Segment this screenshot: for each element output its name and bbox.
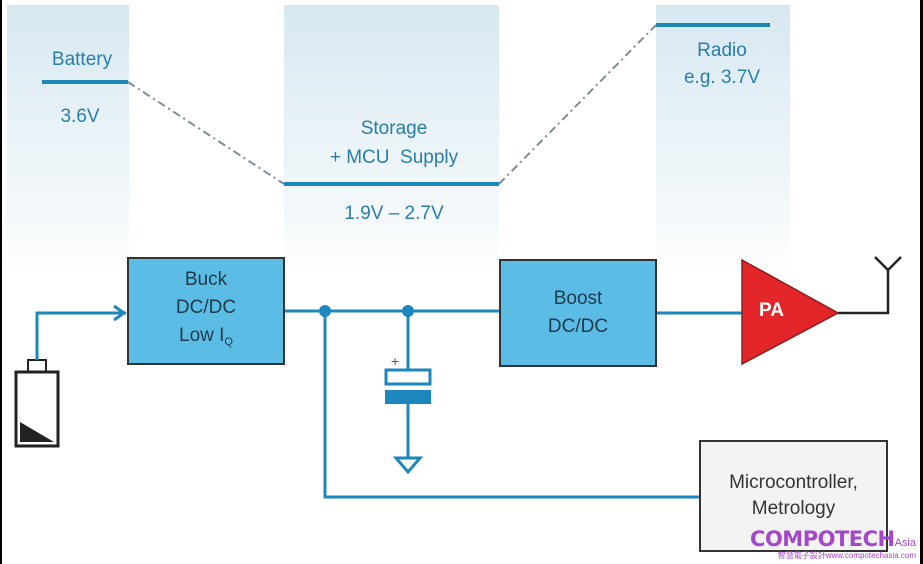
buck-line2: DC/DC xyxy=(175,297,237,318)
pa-label: PA xyxy=(759,300,784,321)
buck-line3: Low IQ xyxy=(129,322,283,356)
microcontroller-block: Microcontroller, Metrology xyxy=(699,440,888,552)
storage-label-line2: + MCU Supply xyxy=(329,147,459,168)
ground-icon xyxy=(392,456,424,475)
junction-dot-mcu xyxy=(319,305,331,317)
antenna-wire xyxy=(838,268,890,315)
antenna-icon xyxy=(874,256,902,272)
battery-panel xyxy=(7,5,129,275)
battery-to-storage-transition xyxy=(127,81,285,185)
battery-to-buck-wire xyxy=(35,311,126,360)
buck-line3-subscript: Q xyxy=(224,336,233,348)
storage-to-radio-transition xyxy=(498,24,657,185)
capacitor-polarity: + xyxy=(391,353,399,369)
boost-line2: DC/DC xyxy=(547,316,609,337)
storage-voltage: 1.9V – 2.7V xyxy=(344,203,444,224)
boost-converter-block: Boost DC/DC xyxy=(499,259,657,367)
battery-icon xyxy=(14,359,60,448)
battery-label: Battery xyxy=(51,49,113,70)
mcu-line2: Metrology xyxy=(751,498,836,519)
watermark-tagline: 智慧電子設計www.compotechasia.com xyxy=(777,551,916,560)
buck-input-arrow-icon xyxy=(113,304,127,322)
radio-voltage: e.g. 3.7V xyxy=(683,67,761,88)
mcu-line1: Microcontroller, xyxy=(729,472,858,493)
junction-dot-capacitor xyxy=(402,305,414,317)
watermark-brand: COMPOTECH xyxy=(750,527,895,551)
watermark: COMPOTECHAsia 智慧電子設計www.compotechasia.co… xyxy=(750,528,916,560)
buck-converter-block: Buck DC/DC Low IQ xyxy=(127,257,285,365)
buck-line3-text: Low I xyxy=(179,325,225,346)
storage-label-line1: Storage xyxy=(360,118,428,139)
capacitor-icon xyxy=(384,368,432,404)
watermark-suffix: Asia xyxy=(894,537,916,549)
battery-voltage: 3.6V xyxy=(60,106,100,127)
buck-line1: Buck xyxy=(184,269,228,290)
radio-label: Radio xyxy=(697,40,747,61)
mcu-supply-wire xyxy=(323,311,699,499)
boost-line1: Boost xyxy=(553,288,603,309)
pa-amplifier-triangle xyxy=(741,258,840,366)
radio-panel xyxy=(656,5,790,275)
storage-panel xyxy=(284,5,499,275)
